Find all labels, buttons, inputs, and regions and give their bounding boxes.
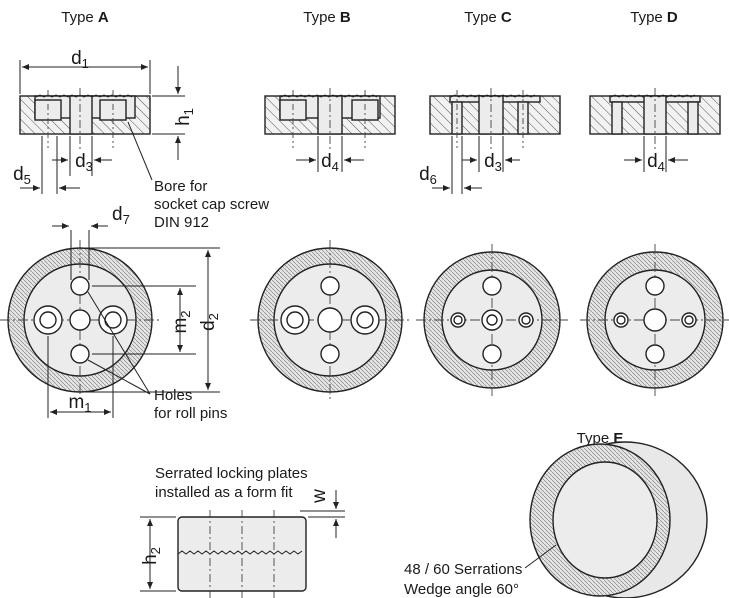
type-c-section: d3 d6 xyxy=(419,88,561,194)
note-bore-line2: socket cap screw xyxy=(154,196,269,213)
dim-d5: d5 xyxy=(13,164,31,187)
note-holes-line1: Holes xyxy=(154,387,192,404)
type-c-plan xyxy=(416,244,568,396)
type-d-plan xyxy=(580,244,729,396)
type-a-plan: d7 m2 d2 m1 Holes for roll pins xyxy=(0,204,227,422)
note-bore-line1: Bore for xyxy=(154,178,207,195)
dim-h2: h2 xyxy=(140,547,163,565)
title-type-e: Type E xyxy=(577,430,624,447)
title-type-d: Type D xyxy=(630,9,678,26)
dim-m1: m1 xyxy=(68,392,91,415)
dim-d1: d1 xyxy=(71,48,89,71)
note-plates-line1: Serrated locking plates xyxy=(155,465,308,482)
note-bore-line3: DIN 912 xyxy=(154,214,209,231)
type-b-section: d4 xyxy=(264,88,396,174)
dim-d7: d7 xyxy=(112,204,130,227)
dim-m2: m2 xyxy=(170,310,193,333)
dim-d3-a: d3 xyxy=(75,151,93,174)
type-b-plan xyxy=(250,240,410,400)
type-e-perspective: 48 / 60 Serrations Wedge angle 60° xyxy=(404,441,708,598)
title-type-c: Type C xyxy=(464,9,512,26)
title-type-b: Type B xyxy=(303,9,351,26)
plates-side-view: Serrated locking plates installed as a f… xyxy=(140,465,345,598)
dim-d4-d: d4 xyxy=(647,151,665,174)
dim-w: w xyxy=(309,489,330,504)
note-holes-line2: for roll pins xyxy=(154,405,227,422)
dim-d4-b: d4 xyxy=(321,151,339,174)
note-plates-line2: installed as a form fit xyxy=(155,484,293,501)
note-serrations-line2: Wedge angle 60° xyxy=(404,581,519,598)
dim-d6: d6 xyxy=(419,164,437,187)
note-serrations-line1: 48 / 60 Serrations xyxy=(404,561,522,578)
title-type-a: Type A xyxy=(61,9,109,26)
type-a-section: d1 h1 d3 d5 Bore for socket cap screw DI… xyxy=(13,48,269,231)
dim-d2: d2 xyxy=(198,313,221,331)
type-d-section: d4 xyxy=(589,88,721,174)
dim-d3-c: d3 xyxy=(484,151,502,174)
dim-h1: h1 xyxy=(173,108,196,126)
